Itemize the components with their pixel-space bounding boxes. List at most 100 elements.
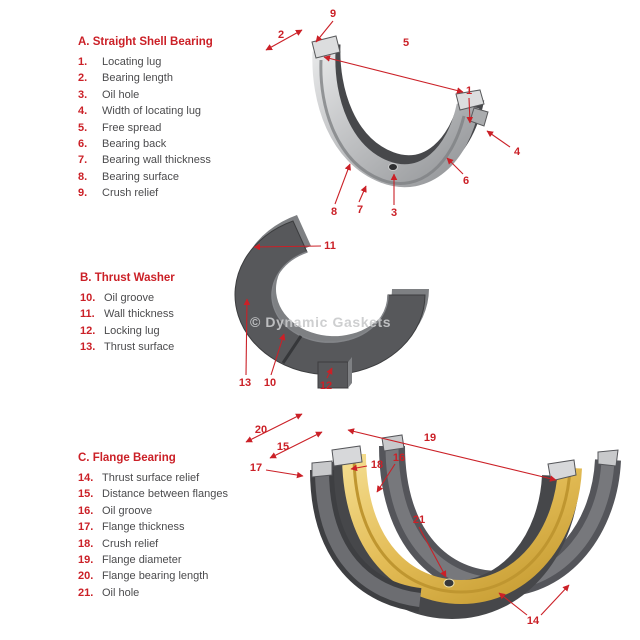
legend-item-number: 5. bbox=[78, 121, 88, 134]
callout-lines-b bbox=[243, 243, 333, 379]
legend-item-label: Bearing back bbox=[102, 138, 167, 151]
legend-item: 9. Crush relief bbox=[78, 185, 268, 201]
callout-c-15: 15 bbox=[276, 441, 290, 453]
legend-item-number: 17. bbox=[78, 521, 94, 534]
callout-b-12: 12 bbox=[319, 380, 333, 392]
legend-item-label: Flange bearing length bbox=[102, 570, 209, 583]
legend-item-number: 19. bbox=[78, 554, 94, 567]
legend-item-label: Free spread bbox=[102, 121, 162, 134]
legend-item-number: 3. bbox=[78, 88, 88, 101]
legend-item-label: Flange thickness bbox=[102, 521, 185, 534]
callout-lines-c bbox=[245, 413, 570, 616]
legend-item-number: 11. bbox=[80, 308, 95, 321]
legend-item: 7. Bearing wall thickness bbox=[78, 152, 268, 168]
legend-item-label: Bearing surface bbox=[102, 170, 180, 183]
callout-b-11: 11 bbox=[324, 240, 336, 252]
legend-item-label: Oil groove bbox=[102, 504, 153, 517]
legend-item: 11. Wall thickness bbox=[80, 306, 270, 322]
legend-item: 8. Bearing surface bbox=[78, 169, 268, 185]
legend-title-b: B. Thrust Washer bbox=[80, 272, 175, 284]
legend-item: 14. Thrust surface relief bbox=[78, 470, 268, 486]
callout-a-6: 6 bbox=[462, 175, 470, 187]
legend-item: 6.Bearing back bbox=[78, 136, 268, 152]
legend-item: 21.Oil hole bbox=[78, 585, 268, 601]
legend-item-label: Width of locating lug bbox=[102, 105, 202, 118]
legend-item: 19. Flange diameter bbox=[78, 552, 268, 568]
locating-lug bbox=[469, 107, 489, 127]
front-flange-face bbox=[315, 469, 421, 607]
callout-c-19: 19 bbox=[423, 432, 437, 444]
callout-a-3: 3 bbox=[390, 207, 398, 219]
washer-inner-edge bbox=[271, 251, 389, 343]
legend-item-label: Wall thickness bbox=[104, 308, 174, 321]
legend-item: 3. Oil hole bbox=[78, 87, 268, 103]
callout-a-5: 5 bbox=[402, 37, 410, 49]
legend-items-c: 14. Thrust surface relief 15. Distance betw… bbox=[78, 470, 268, 601]
legend-item-label: Crush relief bbox=[102, 537, 159, 550]
legend-title-a: A. Straight Shell Bearing bbox=[78, 36, 213, 48]
legend-item: 17. Flange thickness bbox=[78, 519, 268, 535]
legend-item: 16. Oil groove bbox=[78, 503, 268, 519]
legend-item-number: 4. bbox=[78, 105, 88, 118]
callout-a-7: 7 bbox=[356, 204, 364, 216]
legend-item-label: Crush relief bbox=[102, 187, 159, 200]
callout-c-21: 21 bbox=[412, 514, 426, 526]
legend-items-b: 10. Oil groove 11. Wall thickness 12. Locking… bbox=[80, 290, 270, 356]
legend-item-number: 9. bbox=[78, 187, 88, 200]
callout-c-20: 20 bbox=[254, 424, 268, 436]
legend-item-label: Oil groove bbox=[104, 292, 155, 304]
flange-shell-left-parting-face bbox=[331, 445, 363, 467]
callout-c-16: 16 bbox=[392, 452, 406, 464]
legend-thrust-washer: B. Thrust Washer 10. Oil groove 11. Wall th… bbox=[80, 272, 270, 356]
legend-item: 12. Locking lug bbox=[80, 323, 270, 339]
legend-item-number: 12. bbox=[80, 324, 96, 337]
legend-item: 1.Locating lug bbox=[78, 54, 268, 70]
flange-bearing-illustration bbox=[310, 434, 621, 620]
legend-item-number: 7. bbox=[78, 154, 88, 167]
oil-hole bbox=[388, 163, 398, 171]
front-flange-top-tip bbox=[311, 460, 333, 478]
legend-item-number: 21. bbox=[78, 586, 94, 599]
legend-item-number: 14. bbox=[78, 472, 94, 484]
washer-lug-side bbox=[348, 357, 352, 388]
callout-b-10: 10 bbox=[263, 377, 277, 389]
shell-right-parting-face bbox=[455, 89, 485, 111]
callout-a-8: 8 bbox=[330, 206, 338, 218]
legend-item-number: 10. bbox=[80, 292, 96, 304]
legend-item-label: Oil hole bbox=[102, 88, 140, 101]
legend-item-label: Thrust surface bbox=[104, 341, 175, 354]
callout-a-4: 4 bbox=[513, 146, 521, 158]
legend-item: 13.Thrust surface bbox=[80, 339, 270, 355]
legend-item-label: Flange diameter bbox=[102, 554, 182, 567]
legend-item: 4. Width of locating lug bbox=[78, 103, 268, 119]
straight-shell-bearing-illustration bbox=[311, 35, 489, 188]
legend-item-number: 8. bbox=[78, 170, 88, 183]
legend-item: 15. Distance between flanges bbox=[78, 486, 268, 502]
legend-item-number: 16. bbox=[78, 504, 94, 517]
callout-a-1: 1 bbox=[465, 85, 473, 97]
legend-item: 20. Flange bearing length bbox=[78, 568, 268, 584]
legend-item-label: Locking lug bbox=[104, 324, 160, 337]
flange-oil-groove bbox=[352, 453, 572, 594]
flange-oil-hole bbox=[443, 578, 455, 588]
callout-c-17: 17 bbox=[249, 462, 263, 474]
legend-flange-bearing: C. Flange Bearing 14. Thrust surface reli… bbox=[78, 452, 268, 601]
callout-c-18: 18 bbox=[370, 459, 384, 471]
legend-item-label: Locating lug bbox=[102, 56, 162, 68]
legend-item-number: 20. bbox=[78, 570, 94, 583]
callout-a-2: 2 bbox=[277, 29, 285, 41]
legend-item-label: Distance between flanges bbox=[102, 488, 228, 501]
legend-item: 5. Free spread bbox=[78, 120, 268, 136]
shell-near-rim bbox=[319, 59, 466, 185]
legend-item-number: 15. bbox=[78, 488, 94, 501]
legend-title-c: C. Flange Bearing bbox=[78, 452, 176, 464]
legend-item-label: Bearing wall thickness bbox=[102, 154, 211, 167]
legend-item: 2.Bearing length bbox=[78, 70, 268, 86]
legend-item-label: Bearing length bbox=[102, 72, 173, 85]
legend-item-number: 18. bbox=[78, 537, 94, 550]
legend-item-label: Thrust surface relief bbox=[102, 472, 200, 484]
rear-flange-right-tip bbox=[597, 449, 619, 467]
